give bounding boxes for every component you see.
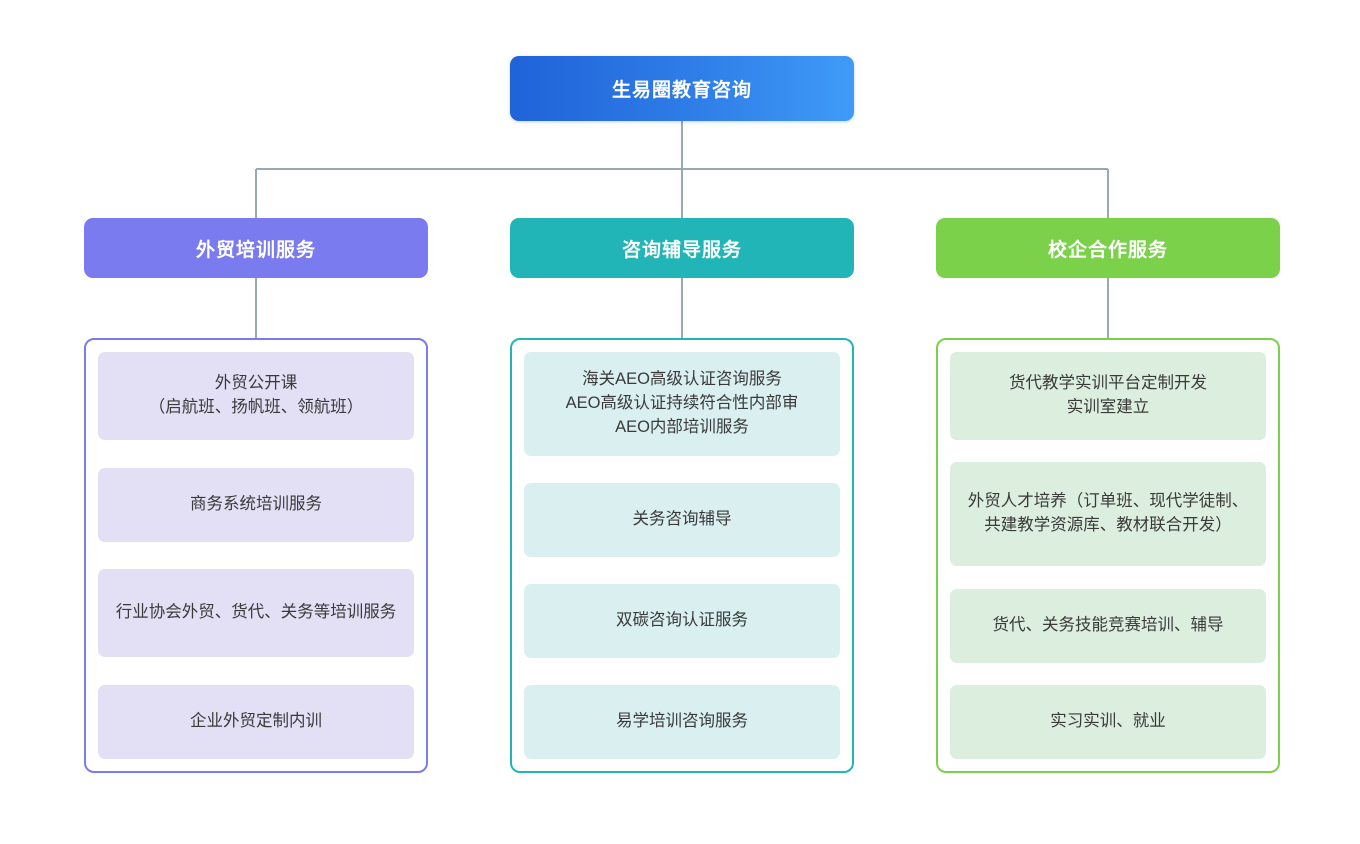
branch-header-label: 咨询辅导服务 — [621, 239, 742, 261]
branch-header-label: 校企合作服务 — [1047, 239, 1168, 261]
panel-item[interactable]: 双碳咨询认证服务 — [524, 584, 840, 658]
panel-item[interactable]: 外贸人才培养（订单班、现代学徒制、共建教学资源库、教材联合开发） — [950, 462, 1266, 567]
branch-panel-zixun-fudao: 海关AEO高级认证咨询服务 AEO高级认证持续符合性内部审 AEO内部培训服务 … — [510, 338, 854, 773]
panel-item[interactable]: 货代教学实训平台定制开发 实训室建立 — [950, 352, 1266, 440]
branch-panel-xiaoqi-hezuo: 货代教学实训平台定制开发 实训室建立 外贸人才培养（订单班、现代学徒制、共建教学… — [936, 338, 1280, 773]
branch-header-zixun-fudao[interactable]: 咨询辅导服务 — [510, 218, 854, 278]
branch-panel-waimao-peixun: 外贸公开课 （启航班、扬帆班、领航班） 商务系统培训服务 行业协会外贸、货代、关… — [84, 338, 428, 773]
branch-header-xiaoqi-hezuo[interactable]: 校企合作服务 — [936, 218, 1280, 278]
panel-item[interactable]: 企业外贸定制内训 — [98, 684, 414, 759]
panel-item[interactable]: 易学培训咨询服务 — [524, 685, 840, 759]
panel-item[interactable]: 海关AEO高级认证咨询服务 AEO高级认证持续符合性内部审 AEO内部培训服务 — [524, 352, 840, 456]
panel-item[interactable]: 货代、关务技能竞赛培训、辅导 — [950, 588, 1266, 663]
branch-header-label: 外贸培训服务 — [195, 239, 316, 261]
root-node-label: 生易圈教育咨询 — [611, 80, 752, 101]
panel-item[interactable]: 实习实训、就业 — [950, 684, 1266, 759]
panel-item[interactable]: 关务咨询辅导 — [524, 483, 840, 557]
panel-item[interactable]: 外贸公开课 （启航班、扬帆班、领航班） — [98, 352, 414, 440]
branch-header-waimao-peixun[interactable]: 外贸培训服务 — [84, 218, 428, 278]
root-node[interactable]: 生易圈教育咨询 — [510, 56, 854, 121]
panel-item[interactable]: 商务系统培训服务 — [98, 467, 414, 542]
panel-item[interactable]: 行业协会外贸、货代、关务等培训服务 — [98, 569, 414, 658]
